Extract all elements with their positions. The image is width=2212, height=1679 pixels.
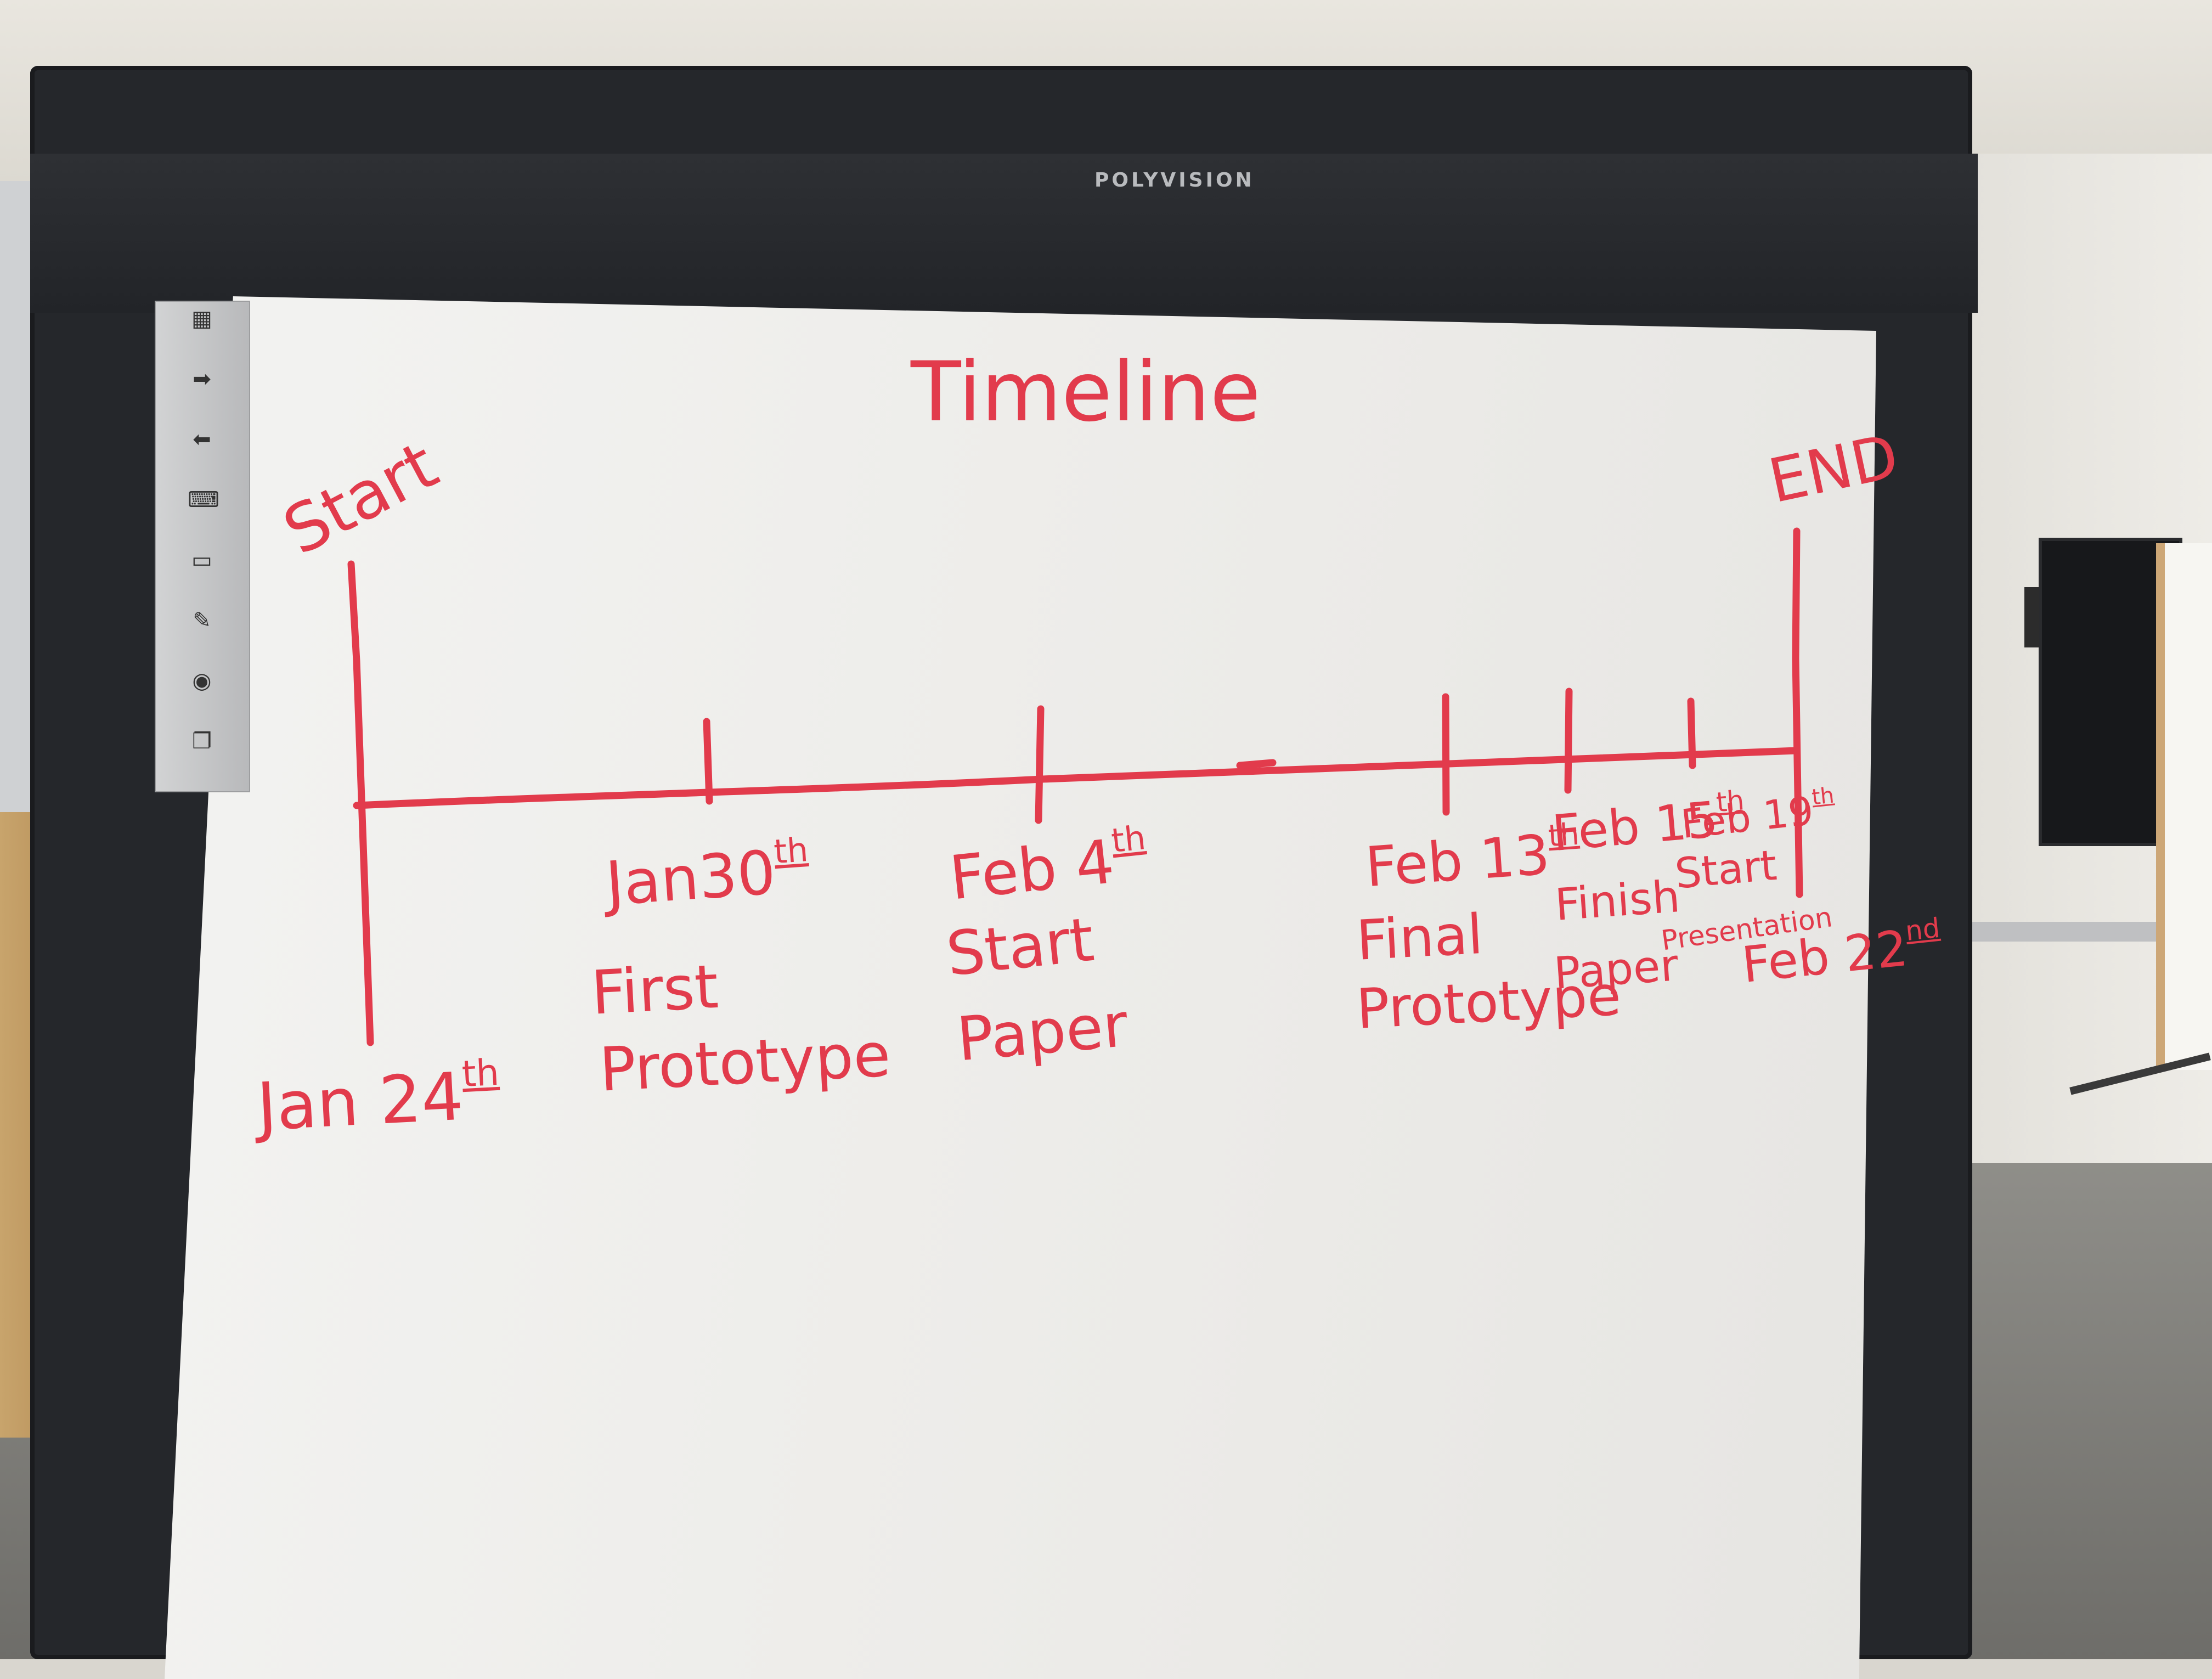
milestone-note: Finish [1553, 871, 1682, 931]
whiteboard-top-bezel [30, 154, 1978, 313]
milestone-note: Final [1355, 902, 1485, 973]
milestone-note: Start [1673, 840, 1779, 898]
whiteboard-surface[interactable] [165, 296, 1876, 1679]
windows-icon: ❐ [192, 729, 212, 754]
snapshot-all-button[interactable]: ❐ [170, 724, 234, 777]
forward-button[interactable]: ➡ [170, 362, 234, 415]
milestone-date: Jan 24th [255, 1051, 500, 1146]
milestone-note: Paper [954, 989, 1131, 1075]
board-toolbar: ▦ ➡ ⬅ ⌨ ▭ ✎ ◉ ❐ [155, 301, 250, 792]
milestone-note: Prototype [597, 1019, 893, 1105]
brand-logo: POLYVISION [1094, 169, 1255, 191]
marker-dash [1236, 759, 1277, 769]
milestone-note: First [589, 951, 720, 1028]
easel-board [2156, 543, 2212, 1070]
tick-jan30 [703, 718, 713, 805]
tools-button[interactable]: ▦ [170, 302, 234, 354]
milestone-note: Paper [1552, 939, 1680, 999]
milestone-note: Start [943, 904, 1097, 990]
end-bar [1792, 527, 1803, 898]
start-bar [347, 560, 374, 1046]
back-button[interactable]: ⬅ [170, 422, 234, 475]
keyboard-button[interactable]: ⌨ [170, 483, 234, 536]
grid-icon: ▦ [191, 306, 212, 331]
monitor-icon: ▭ [191, 548, 212, 573]
show-board-button[interactable]: ▭ [170, 543, 234, 596]
projection-button[interactable]: ✎ [170, 604, 234, 656]
camera-icon: ◉ [192, 668, 212, 694]
keyboard-icon: ⌨ [188, 487, 219, 512]
board-title: Timeline [911, 345, 1261, 440]
tick-feb19 [1687, 697, 1696, 769]
snapshot-button[interactable]: ◉ [170, 664, 234, 717]
arrow-right-icon: ➡ [193, 367, 211, 392]
milestone-date: Jan30th [603, 831, 810, 920]
tick-feb15 [1564, 688, 1573, 794]
timeline-axis [353, 747, 1801, 809]
arrow-left-icon: ⬅ [193, 427, 211, 452]
pen-icon: ✎ [193, 608, 211, 633]
tick-feb4 [1035, 705, 1045, 824]
